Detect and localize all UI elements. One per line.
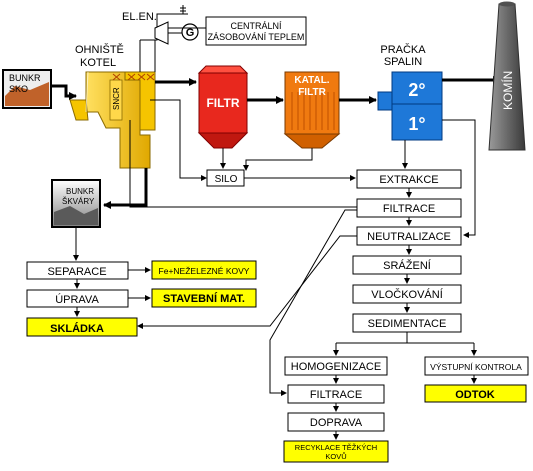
neutralization-label: NEUTRALIZACE: [367, 231, 451, 243]
heavy-metal-recycling-label-1: RECYKLACE TĚŽKÝCH: [295, 443, 377, 452]
silo-label: SILO: [215, 174, 238, 185]
treatment-column: EXTRAKCE FILTRACE NEUTRALIZACE SRÁŽENÍ V…: [333, 169, 477, 356]
scrubber-unit: PRAČKA SPALIN 2° 1°: [377, 43, 443, 141]
separation-label: SEPARACE: [47, 266, 106, 278]
scrubber-stage-1-label: 1°: [408, 114, 425, 134]
processing-label: ÚPRAVA: [55, 293, 99, 306]
catalytic-filter-unit: KATAL. FILTR: [283, 71, 341, 149]
filtration-bottom-label: FILTRACE: [310, 389, 362, 401]
slag-bunker-label-1: BUNKR: [66, 187, 94, 196]
generator-group: EL.EN. G CENTRÁLNÍ ZÁSOBOVÁNÍ TEPLEM: [122, 5, 307, 46]
catalytic-filter-label-2: FILTR: [298, 87, 326, 98]
furnace-label-2: KOTEL: [80, 57, 116, 69]
furnace-boiler: OHNIŠTĚ KOTEL SNCR: [69, 40, 156, 169]
furnace-label-1: OHNIŠTĚ: [75, 43, 124, 56]
landfill-label: SKLÁDKA: [50, 322, 104, 335]
extraction-label: EXTRAKCE: [379, 174, 438, 186]
chimney-label: KOMÍN: [500, 71, 515, 110]
output-control-label: VÝSTUPNÍ KONTROLA: [430, 362, 522, 372]
scrubber-label-1: PRAČKA: [380, 43, 426, 56]
transport-label: DOPRAVA: [310, 417, 363, 429]
bunker-sko: BUNKR SKO: [2, 69, 77, 109]
metals-label: Fe+NEŽELEZNÉ KOVY: [159, 266, 250, 276]
scrubber-label-2: SPALIN: [384, 56, 422, 68]
turbine-icon: [154, 21, 169, 45]
central-heating-label-2: ZÁSOBOVÁNÍ TEPLEM: [208, 32, 305, 42]
precipitation-label: SRÁŽENÍ: [383, 259, 432, 272]
central-heating-label-1: CENTRÁLNÍ: [230, 21, 282, 31]
catalytic-filter-label-1: KATAL.: [294, 75, 329, 86]
filtration-top-label: FILTRACE: [383, 203, 435, 215]
outflow-label: ODTOK: [455, 389, 495, 401]
slag-bunker-label-2: ŠKVÁRY: [62, 197, 95, 206]
filter-label: FILTR: [206, 96, 239, 110]
slag-bunker: BUNKR ŠKVÁRY: [51, 168, 148, 261]
el-en-label: EL.EN.: [122, 11, 157, 23]
silo-group: SILO: [150, 99, 356, 187]
flocculation-label: VLOČKOVÁNÍ: [371, 288, 443, 301]
bunker-sko-label-1: BUNKR: [9, 73, 41, 83]
generator-label: G: [186, 27, 195, 39]
central-heating-box: [205, 16, 307, 46]
sncr-label: SNCR: [112, 87, 121, 110]
sludge-branch: HOMOGENIZACE FILTRACE DOPRAVA RECYKLACE …: [283, 356, 389, 463]
slag-processing: SEPARACE Fe+NEŽELEZNÉ KOVY ÚPRAVA STAVEB…: [26, 260, 257, 337]
chimney: KOMÍN: [488, 1, 526, 151]
heavy-metal-recycling-label-2: KOVŮ: [325, 452, 346, 461]
sedimentation-label: SEDIMENTACE: [368, 318, 447, 330]
filter-unit: FILTR: [197, 65, 249, 149]
water-output-branch: VÝSTUPNÍ KONTROLA ODTOK: [424, 356, 529, 403]
building-material-label: STAVEBNÍ MAT.: [163, 292, 245, 305]
homogenization-label: HOMOGENIZACE: [291, 361, 381, 373]
scrubber-stage-2-label: 2°: [408, 80, 425, 100]
bunker-sko-label-2: SKO: [9, 84, 28, 94]
